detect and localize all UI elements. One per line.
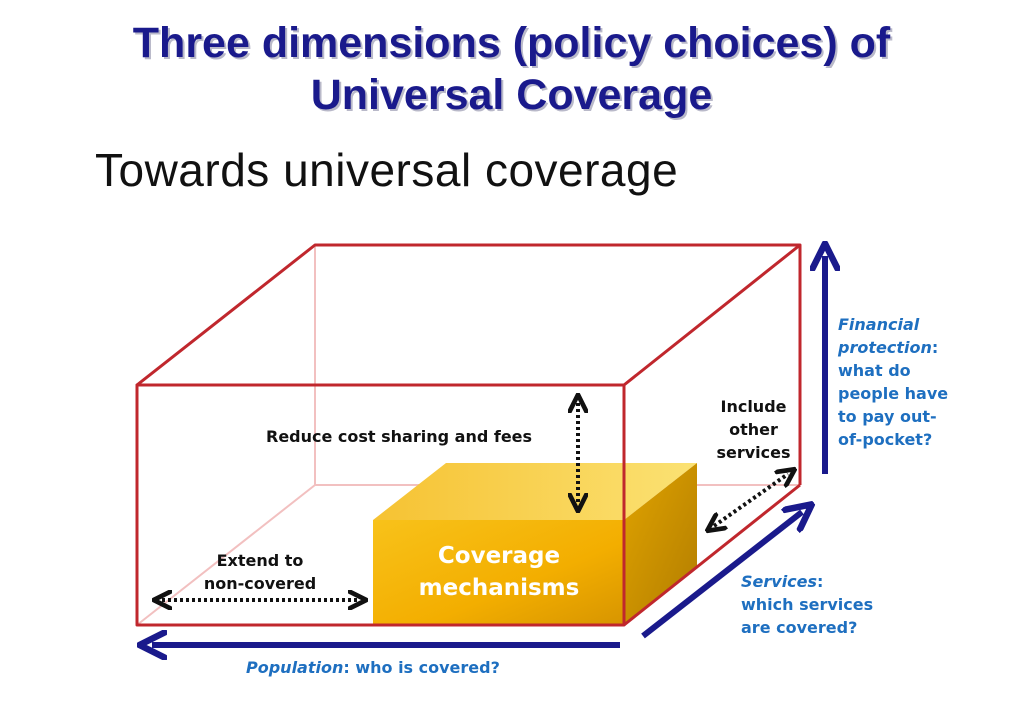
include-line-2: other (729, 420, 778, 439)
population-question: : who is covered? (343, 658, 500, 677)
services-colon: : (817, 572, 824, 591)
services-question-2: are covered? (741, 618, 858, 637)
coverage-mechanisms-label: Coverage mechanisms (375, 540, 623, 604)
include-line-1: Include (720, 397, 787, 416)
include-other-services-label: Include other services (706, 395, 801, 464)
population-label: Population: who is covered? (246, 656, 500, 679)
services-term: Services (741, 572, 818, 591)
extend-line-2: non-covered (203, 574, 317, 593)
coverage-line-1: Coverage (437, 543, 561, 569)
page-title-line-2: Universal Coverage (310, 71, 713, 119)
population-term: Population (246, 658, 344, 677)
page-title-line-1: Three dimensions (policy choices) of (132, 19, 891, 67)
financial-question-3: to pay out- (838, 407, 937, 426)
services-question-1: which services (741, 595, 874, 614)
services-label: Services: which services are covered? (741, 570, 873, 639)
financial-colon: : (931, 338, 939, 357)
protection-term: protection (838, 338, 932, 357)
financial-term: Financial (838, 315, 920, 334)
extend-line-1: Extend to (216, 551, 304, 570)
coverage-line-2: mechanisms (418, 575, 580, 601)
financial-protection-label: Financial protection: what do people hav… (838, 313, 948, 451)
reduce-cost-sharing-label: Reduce cost sharing and fees (266, 427, 533, 446)
coverage-mechanisms-cube (373, 463, 697, 625)
include-line-3: services (716, 443, 791, 462)
financial-question-1: what do (838, 361, 911, 380)
financial-question-4: of-pocket? (838, 430, 933, 449)
financial-question-2: people have (838, 384, 949, 403)
extend-to-non-covered-label: Extend to non-covered (190, 549, 330, 595)
include-other-services-arrow (714, 474, 788, 526)
subtitle: Towards universal coverage (95, 144, 679, 196)
